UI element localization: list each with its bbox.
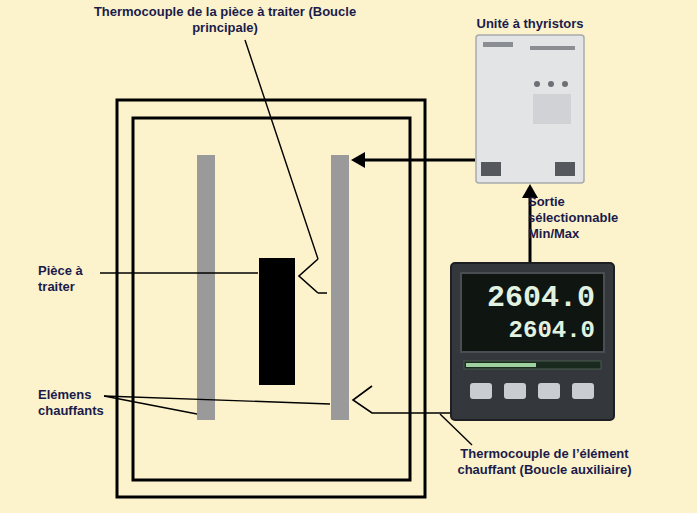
thyristor-unit: Unité à thyristors (460, 16, 600, 184)
unit-housing (476, 35, 584, 183)
unit-led (562, 81, 568, 87)
unit-led (548, 81, 554, 87)
unit-body (475, 34, 585, 184)
arrow-head (351, 152, 365, 168)
power-arrow (362, 159, 475, 162)
display-reading: 2604.0 (470, 316, 595, 345)
thermocouple-wire (353, 386, 450, 413)
heating-element (331, 155, 349, 420)
display-reading: 2604.0 (470, 280, 595, 316)
controller-keypad (460, 359, 605, 411)
controller-button (572, 383, 594, 399)
leader-line (245, 40, 318, 259)
unit-terminal (481, 162, 501, 176)
thyristor-unit (475, 34, 585, 184)
controller-button (504, 383, 526, 399)
edge-label: Sortie sélectionnable Min/Max (528, 194, 653, 242)
unit-panel (533, 94, 571, 124)
unit-logo (483, 42, 513, 47)
part-label: Elémens chauffants (38, 387, 118, 419)
bar-graph (464, 361, 601, 369)
furnace-inner-wall (133, 118, 410, 480)
heating-element (197, 155, 215, 420)
part-label: Thermocouple de la pièce à traiter (Bouc… (80, 4, 370, 36)
part-label: Pièce à traiter (38, 263, 110, 295)
controller-button (470, 383, 492, 399)
bar-graph-fill (466, 363, 536, 367)
leader-line (100, 272, 258, 273)
unit-logo (530, 46, 575, 50)
part-label: Thermocouple de l’élément chauffant (Bou… (452, 446, 637, 478)
thermocouple-symbol (299, 259, 327, 293)
unit-terminal (555, 162, 575, 176)
leader-line (104, 396, 330, 404)
unit-heading: Unité à thyristors (460, 16, 600, 32)
unit-led (534, 81, 540, 87)
workpiece (259, 258, 295, 385)
controller-unit: 2604.02604.0 (450, 262, 615, 421)
keypad (460, 359, 605, 411)
lcd-display: 2604.02604.0 (460, 272, 605, 353)
controller-button (538, 383, 560, 399)
